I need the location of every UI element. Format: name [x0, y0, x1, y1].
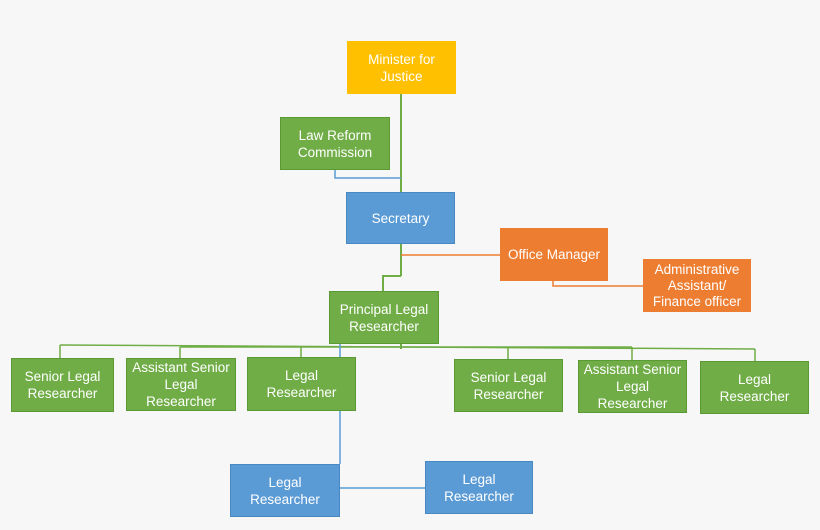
node-assistant-senior-legal-researcher-left: Assistant Senior Legal Researcher — [126, 358, 236, 411]
node-principal-legal-researcher: Principal Legal Researcher — [329, 291, 439, 344]
node-legal-researcher-right: Legal Researcher — [700, 361, 809, 414]
node-senior-legal-researcher-right: Senior Legal Researcher — [454, 359, 563, 412]
node-legal-researcher-left: Legal Researcher — [247, 357, 356, 411]
node-legal-researcher-bottom-2: Legal Researcher — [425, 461, 533, 514]
node-senior-legal-researcher-left: Senior Legal Researcher — [11, 358, 114, 412]
node-legal-researcher-bottom-1: Legal Researcher — [230, 464, 340, 517]
node-secretary: Secretary — [346, 192, 455, 244]
node-law-reform-commission: Law Reform Commission — [280, 117, 390, 170]
node-assistant-senior-legal-researcher-right: Assistant Senior Legal Researcher — [578, 360, 687, 413]
node-minister: Minister for Justice — [347, 41, 456, 94]
connector-principal-top — [382, 275, 401, 291]
connector-admin — [552, 281, 643, 287]
connector-law-reform — [334, 170, 401, 179]
node-administrative-assistant: Administrative Assistant/ Finance office… — [643, 259, 751, 312]
node-office-manager: Office Manager — [500, 228, 608, 281]
